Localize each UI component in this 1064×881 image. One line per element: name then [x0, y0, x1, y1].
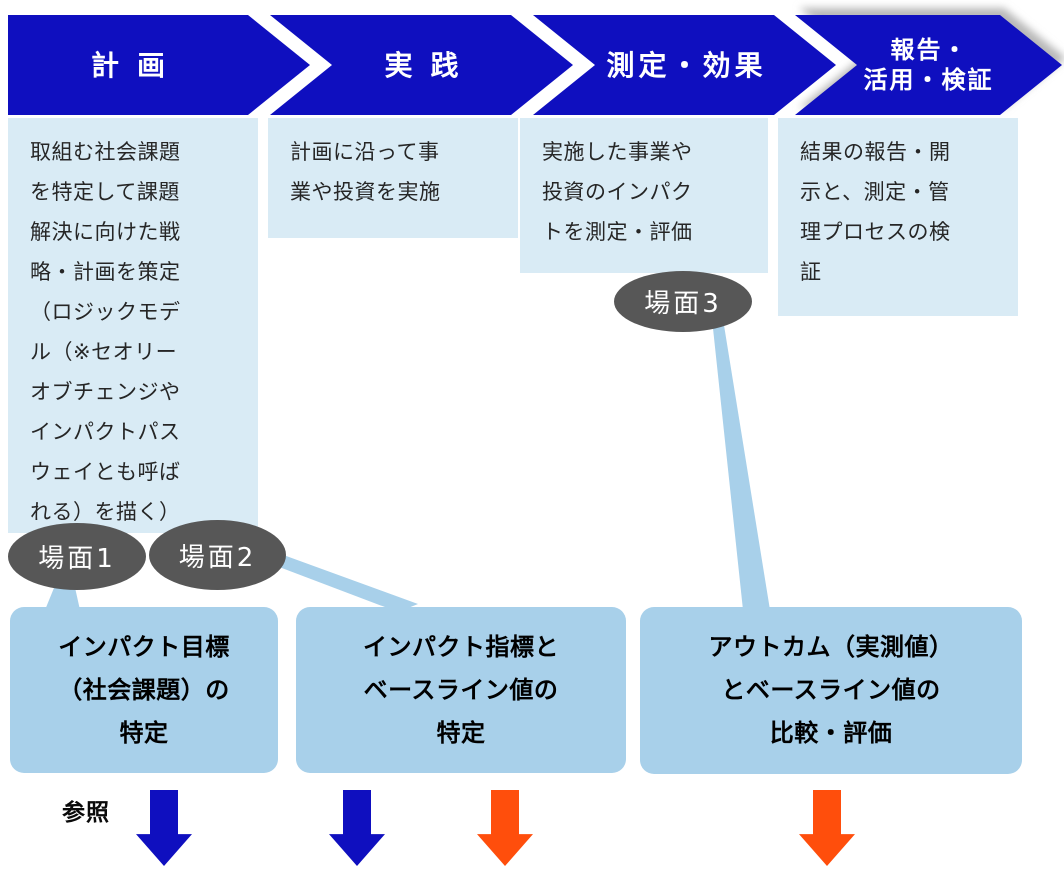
process-step-chevron-report-shadow: 報告・ 活用・検証	[795, 0, 1064, 132]
step-description-practice: 計画に沿って事 業や投資を実施	[268, 118, 518, 238]
output-box-outcome-comparison: アウトカム（実測値） とベースライン値の 比較・評価	[640, 607, 1022, 774]
step-description-plan: 取組む社会課題 を特定して課題 解決に向けた戦 略・計画を策定 （ロジックモデ …	[8, 118, 258, 533]
process-step-label: 計画	[90, 48, 183, 82]
process-step-chevron-report: 報告・ 活用・検証	[795, 15, 1062, 115]
down-arrow-blue-icon	[329, 790, 385, 866]
process-step-label: 報告・ 活用・検証	[863, 36, 994, 94]
process-step-chevron-plan: 計画	[8, 15, 310, 115]
scene-3-badge: 場面3	[614, 271, 752, 332]
process-step-label: 実践	[384, 48, 477, 82]
connector-scene3-to-output3	[712, 319, 770, 610]
process-step-chevron-practice: 実践	[270, 15, 573, 115]
step-description-measurement: 実施した事業や 投資のインパク トを測定・評価	[520, 118, 768, 273]
step-description-report: 結果の報告・開 示と、測定・管 理プロセスの検 証	[778, 118, 1018, 316]
reference-label: 参照	[62, 800, 110, 826]
down-arrow-blue-icon	[136, 790, 192, 866]
process-step-label: 測定・効果	[606, 48, 767, 82]
output-box-indicator-baseline: インパクト指標と ベースライン値の 特定	[296, 607, 626, 773]
scene-1-badge: 場面1	[8, 523, 146, 590]
connector-scene2-to-output2	[266, 553, 418, 612]
output-box-impact-goal: インパクト目標 （社会課題）の 特定	[10, 607, 278, 773]
process-step-chevron-measurement: 測定・効果	[533, 15, 836, 115]
scene-2-badge: 場面2	[149, 520, 286, 590]
down-arrow-orange-icon	[799, 790, 855, 866]
down-arrow-orange-icon	[477, 790, 533, 866]
